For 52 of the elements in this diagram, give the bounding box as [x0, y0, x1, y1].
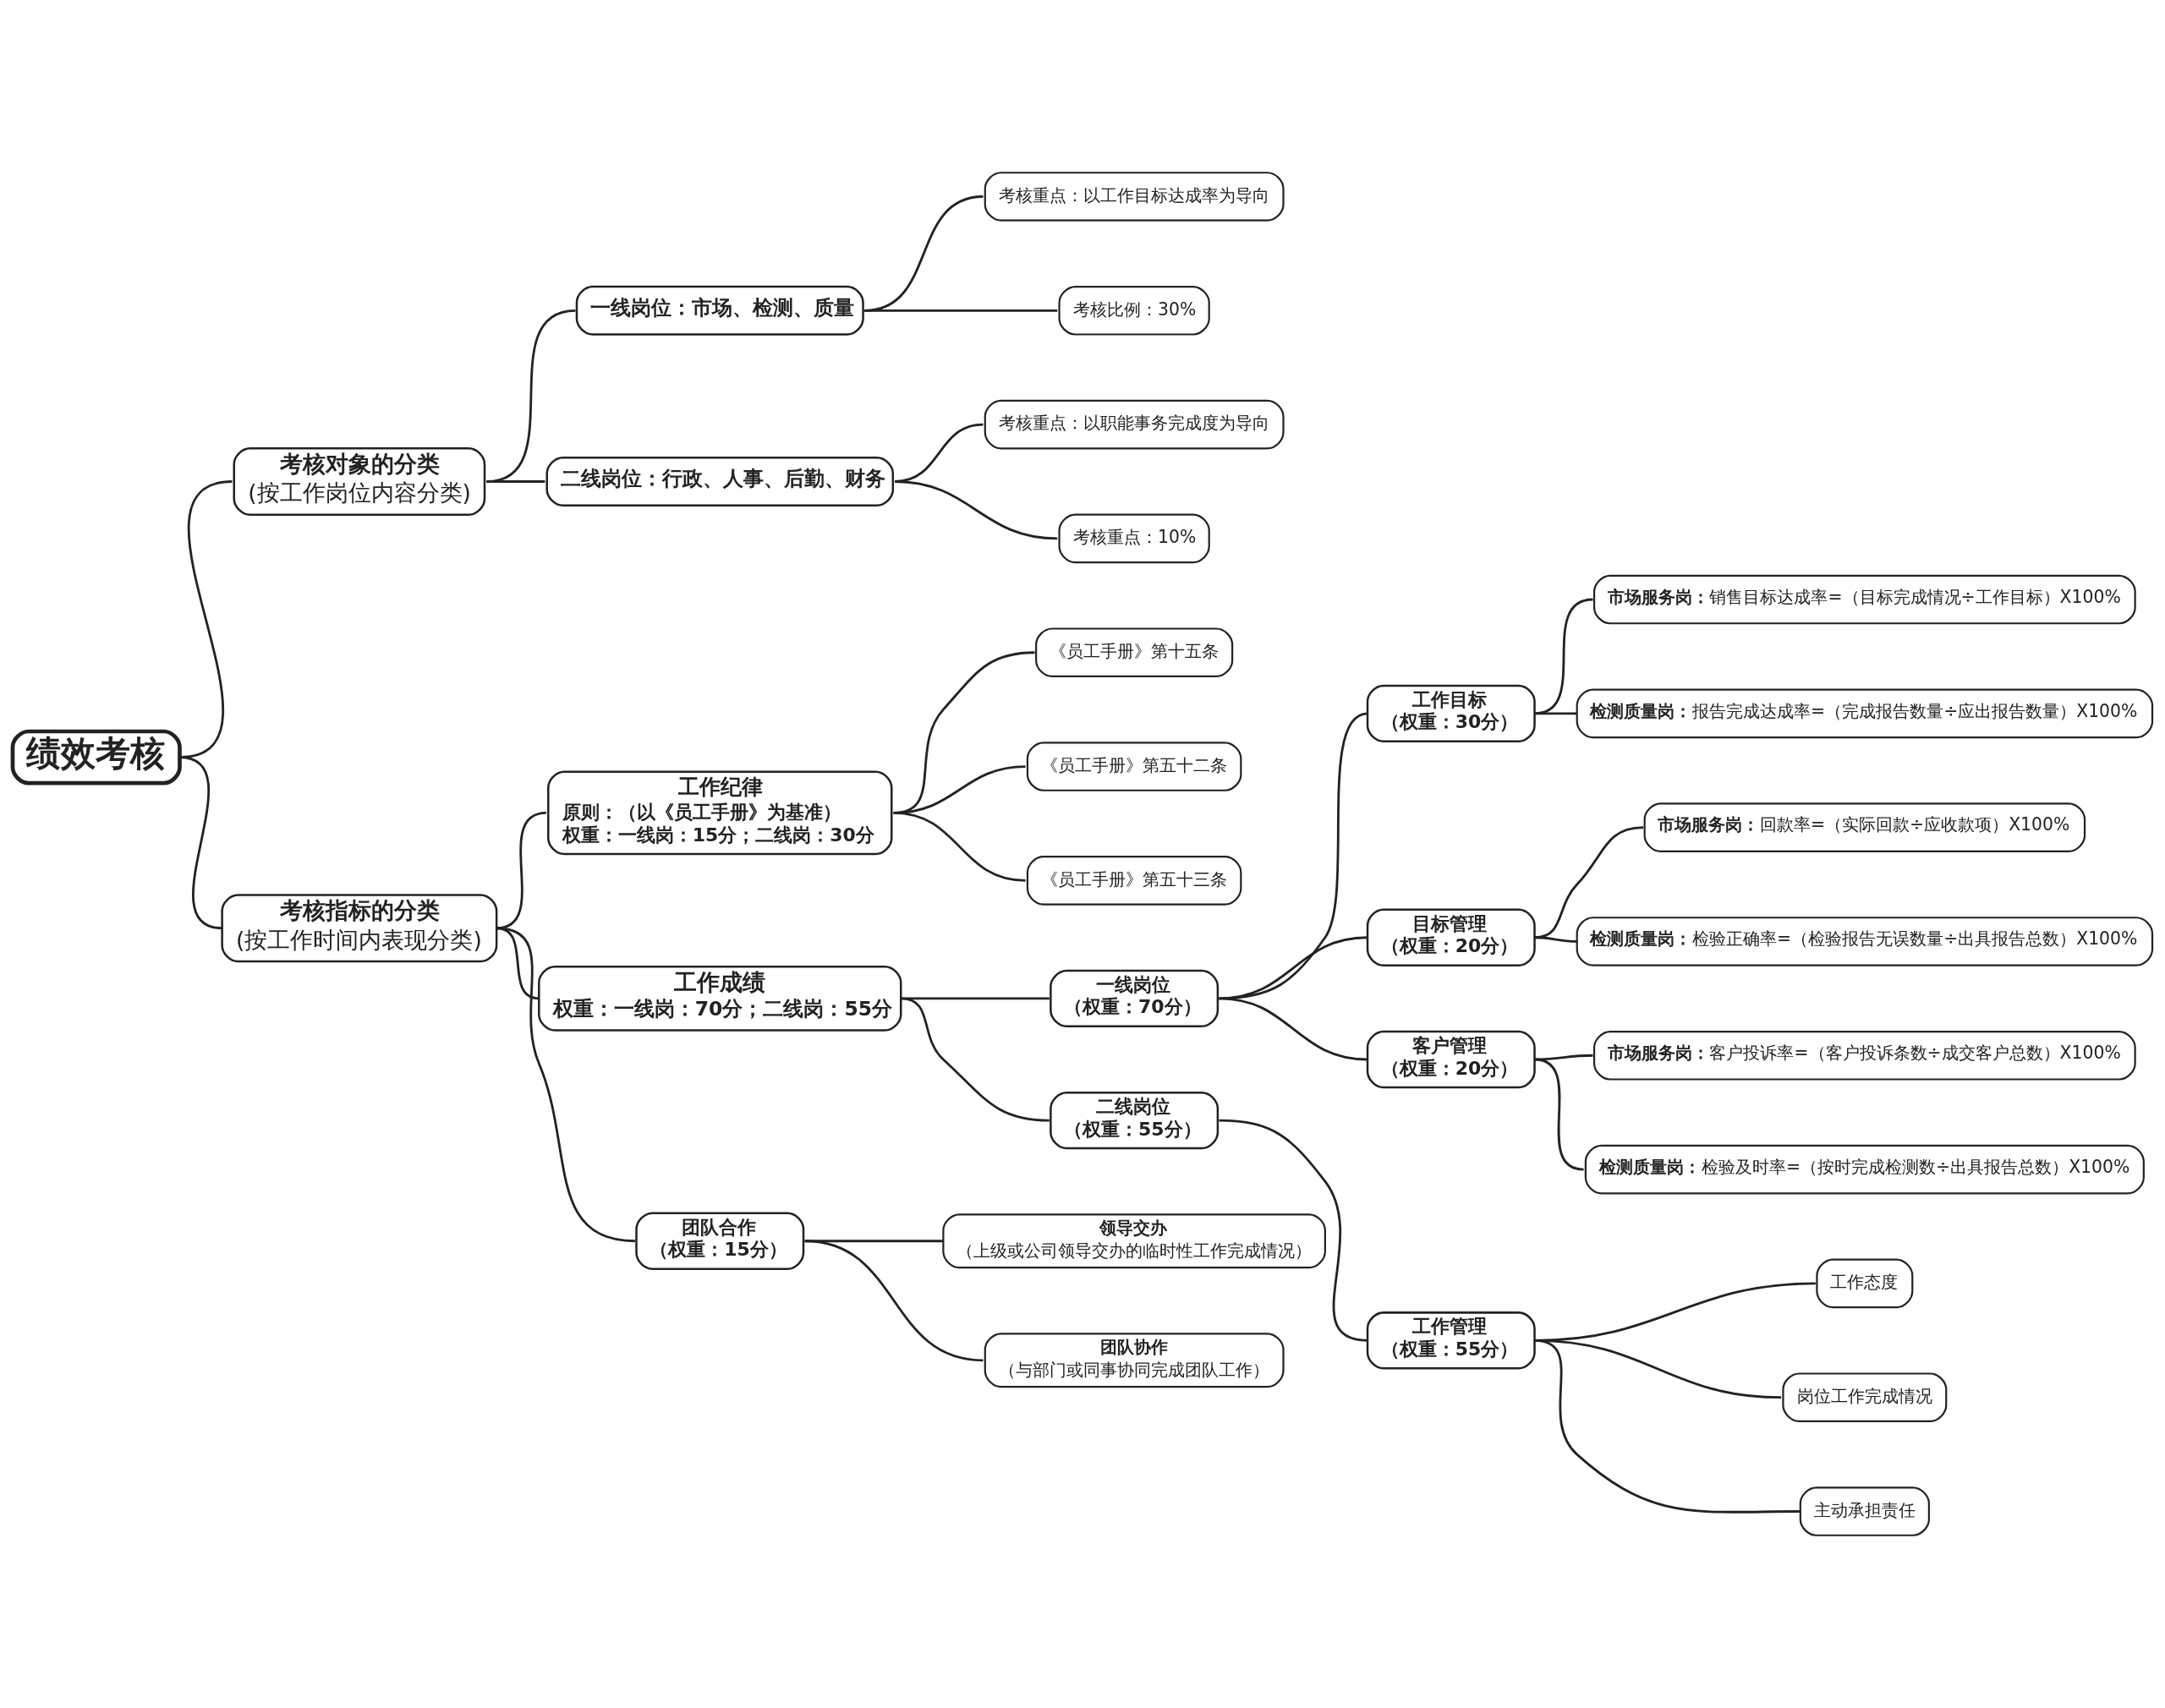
- connector: [804, 1240, 984, 1362]
- node-box: 检测质量岗：检验及时率=（按时完成检测数÷出具报告总数）X100%: [1584, 1144, 2145, 1195]
- node-box: 考核重点：10%: [1058, 513, 1210, 564]
- node-box: 《员工手册》第五十二条: [1026, 742, 1242, 791]
- connector: [486, 480, 545, 483]
- node-box: 工作管理 （权重：55分）: [1366, 1311, 1536, 1370]
- connector: [1219, 936, 1368, 1000]
- connector: [1534, 1058, 1584, 1171]
- node-box: 市场服务岗：销售目标达成率=（目标完成情况÷工作目标）X100%: [1593, 574, 2136, 625]
- connector: [1534, 598, 1593, 715]
- node-box: 目标管理 （权重：20分）: [1366, 908, 1536, 966]
- connector: [901, 997, 1050, 1000]
- connector: [1534, 712, 1577, 715]
- node-box: 团队合作 （权重：15分）: [635, 1212, 805, 1270]
- node-box: 考核重点：以工作目标达成率为导向: [984, 172, 1285, 222]
- node-box: 工作态度: [1816, 1258, 1914, 1309]
- connector: [893, 812, 1026, 882]
- node-box: 市场服务岗：回款率=（实际回款÷应收款项）X100%: [1643, 802, 2086, 852]
- node-box: 岗位工作完成情况: [1782, 1372, 1948, 1422]
- node-box: 市场服务岗：客户投诉率=（客户投诉条数÷成交客户总数）X100%: [1593, 1030, 2136, 1081]
- connector: [1534, 1054, 1593, 1061]
- node-box: 检测质量岗：检验正确率=（检验报告无误数量÷出具报告总数）X100%: [1576, 917, 2154, 966]
- node-box: 团队协作 （与部门或同事协同完成团队工作）: [984, 1333, 1285, 1388]
- node-box: 一线岗位 （权重：70分）: [1050, 969, 1220, 1028]
- node-box: 二线岗位 （权重：55分）: [1050, 1091, 1220, 1150]
- node-box: 工作成绩 权重：一线岗：70分；二线岗：55分: [538, 966, 902, 1032]
- node-box: 考核比例：30%: [1058, 286, 1210, 336]
- node-box: 检测质量岗：报告完成达成率=（完成报告数量÷应出报告数量）X100%: [1576, 688, 2154, 739]
- node-box: 领导交办 （上级或公司领导交办的临时性工作完成情况）: [942, 1213, 1326, 1269]
- connector: [901, 997, 1050, 1122]
- node-box: 工作目标 （权重：30分）: [1366, 684, 1536, 742]
- node-box: 考核对象的分类 (按工作岗位内容分类): [233, 447, 486, 516]
- node-box: 绩效考核: [10, 729, 182, 786]
- connector: [486, 309, 576, 483]
- connector: [864, 309, 1058, 312]
- node-box: 工作纪律 原则：（以《员工手册》为基准） 权重：一线岗：15分；二线岗：30分: [547, 770, 893, 856]
- connector: [895, 480, 1058, 540]
- node-box: 一线岗位：市场、检测、质量: [575, 285, 864, 336]
- connector: [1219, 712, 1368, 1000]
- node-box: 《员工手册》第五十三条: [1026, 856, 1242, 906]
- node-box: 考核重点：以职能事务完成度为导向: [984, 399, 1285, 450]
- connector: [496, 927, 636, 1243]
- connector: [1534, 1338, 1801, 1514]
- node-box: 《员工手册》第十五条: [1035, 627, 1234, 678]
- node-box: 主动承担责任: [1799, 1486, 1930, 1536]
- node-box: 二线岗位：行政、人事、后勤、财务: [545, 457, 895, 506]
- connector: [1219, 997, 1368, 1061]
- connector: [1219, 1119, 1368, 1342]
- node-box: 客户管理 （权重：20分）: [1366, 1030, 1536, 1089]
- node-box: 考核指标的分类 (按工作时间内表现分类): [221, 894, 498, 963]
- connector: [1534, 936, 1577, 943]
- connector: [179, 756, 222, 930]
